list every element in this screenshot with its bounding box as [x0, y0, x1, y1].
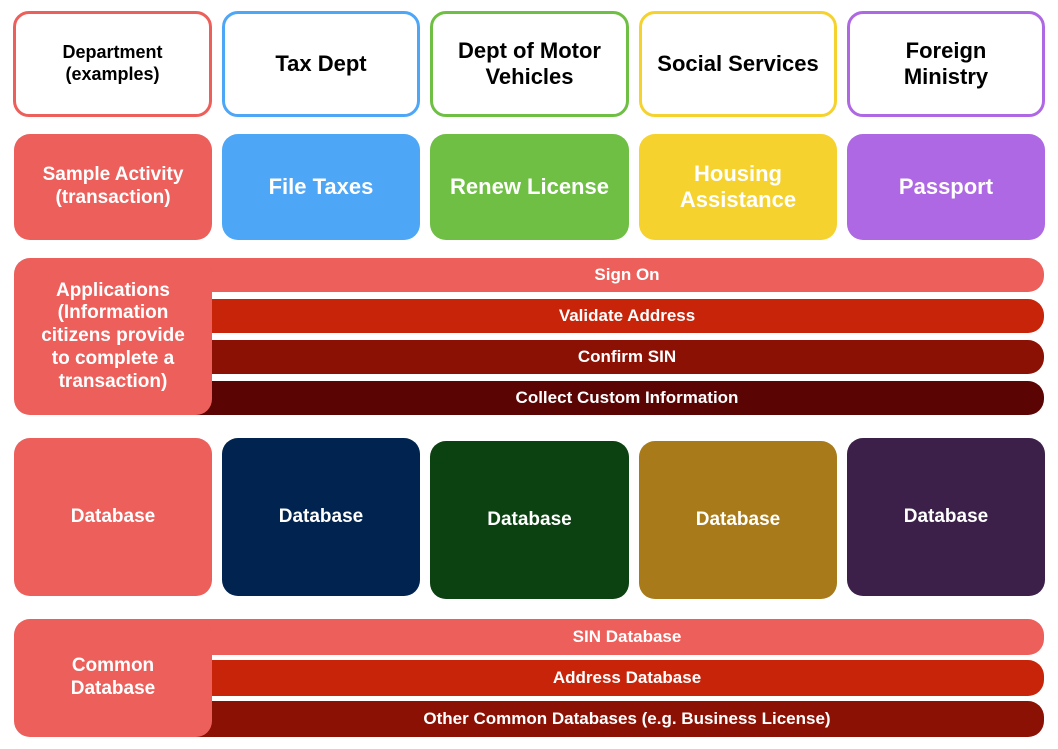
- common-db-bar-other: Other Common Databases (e.g. Business Li…: [160, 701, 1044, 737]
- database-header: Database: [14, 438, 212, 596]
- dept-tax: Tax Dept: [222, 11, 420, 117]
- database-foreign-ministry: Database: [847, 438, 1045, 596]
- app-bar-sign-on: Sign On: [160, 258, 1044, 292]
- app-bar-collect-custom-info: Collect Custom Information: [160, 381, 1044, 415]
- activity-file-taxes: File Taxes: [222, 134, 420, 240]
- dept-foreign-ministry: Foreign Ministry: [847, 11, 1045, 117]
- dept-motor-vehicles: Dept of Motor Vehicles: [430, 11, 629, 117]
- common-db-bar-sin: SIN Database: [160, 619, 1044, 655]
- dept-social-services: Social Services: [639, 11, 837, 117]
- activity-passport: Passport: [847, 134, 1045, 240]
- activity-renew-license: Renew License: [430, 134, 629, 240]
- database-social-services: Database: [639, 441, 837, 599]
- app-bar-validate-address: Validate Address: [160, 299, 1044, 333]
- database-motor-vehicles: Database: [430, 441, 629, 599]
- common-db-bar-address: Address Database: [160, 660, 1044, 696]
- department-header: Department (examples): [13, 11, 212, 117]
- app-bar-confirm-sin: Confirm SIN: [160, 340, 1044, 374]
- activity-housing-assistance: Housing Assistance: [639, 134, 837, 240]
- database-tax: Database: [222, 438, 420, 596]
- applications-header: Applications (Information citizens provi…: [14, 258, 212, 415]
- sample-activity-header: Sample Activity (transaction): [14, 134, 212, 240]
- common-database-header: Common Database: [14, 619, 212, 737]
